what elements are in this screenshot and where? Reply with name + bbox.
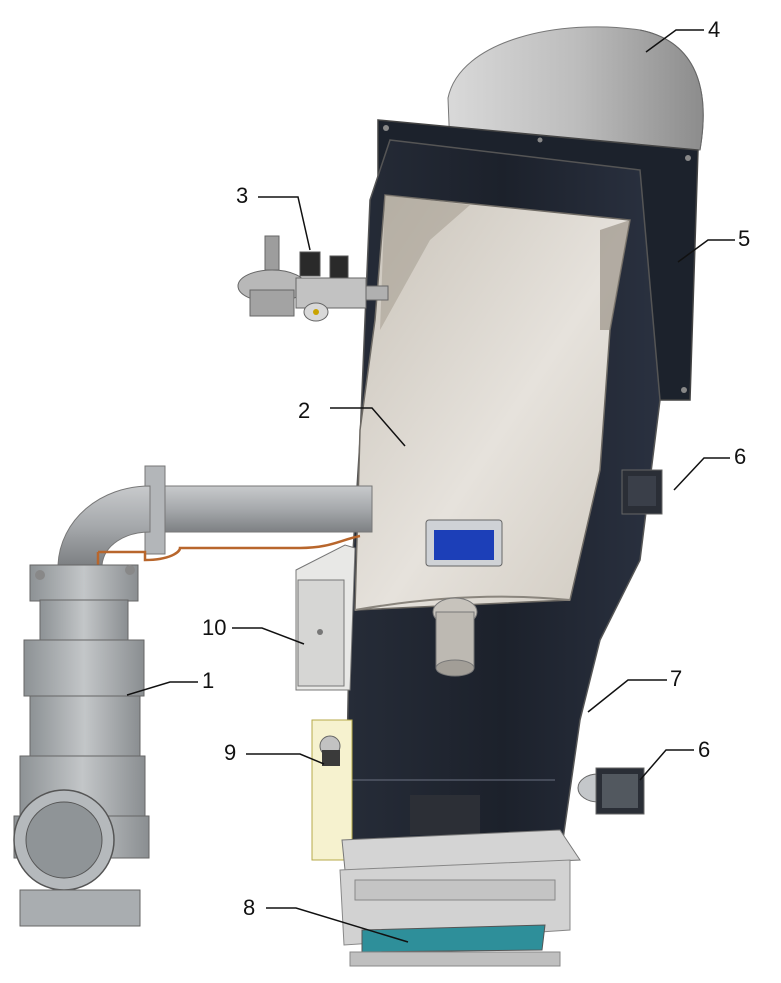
control-box — [295, 544, 356, 691]
hopper-chute — [354, 194, 631, 611]
callout-2-label: 2 — [298, 398, 310, 423]
valve-stack — [13, 564, 150, 927]
gas-regulator-train — [237, 235, 389, 322]
callout-1-label: 1 — [202, 668, 214, 693]
callout-6a-label: 6 — [734, 444, 746, 469]
callout-5: 5 — [677, 226, 750, 263]
callout-8: 8 — [243, 895, 409, 943]
callout-6a: 6 — [673, 444, 746, 491]
callout-6b-label: 6 — [698, 737, 710, 762]
gas-pipe — [57, 465, 373, 720]
callout-3-label: 3 — [236, 183, 248, 208]
callout-4: 4 — [645, 17, 720, 53]
callout-10: 10 — [202, 615, 305, 645]
burner-base — [339, 859, 571, 967]
fan-drum — [447, 26, 704, 151]
callout-10-label: 10 — [202, 615, 226, 640]
callout-5-label: 5 — [738, 226, 750, 251]
inspection-port — [432, 597, 478, 677]
actuator-upper — [621, 469, 663, 515]
display-panel — [425, 519, 503, 567]
callout-7: 7 — [587, 666, 682, 713]
callout-2: 2 — [298, 398, 406, 447]
side-panel — [311, 719, 353, 861]
callout-3: 3 — [236, 183, 311, 251]
callout-6b: 6 — [639, 737, 710, 781]
callout-9: 9 — [224, 740, 325, 765]
callout-1: 1 — [126, 668, 214, 696]
housing-flange — [341, 829, 581, 871]
callout-7-label: 7 — [670, 666, 682, 691]
actuator-lower — [577, 767, 645, 815]
callout-4-label: 4 — [708, 17, 720, 42]
callout-8-label: 8 — [243, 895, 255, 920]
callout-9-label: 9 — [224, 740, 236, 765]
